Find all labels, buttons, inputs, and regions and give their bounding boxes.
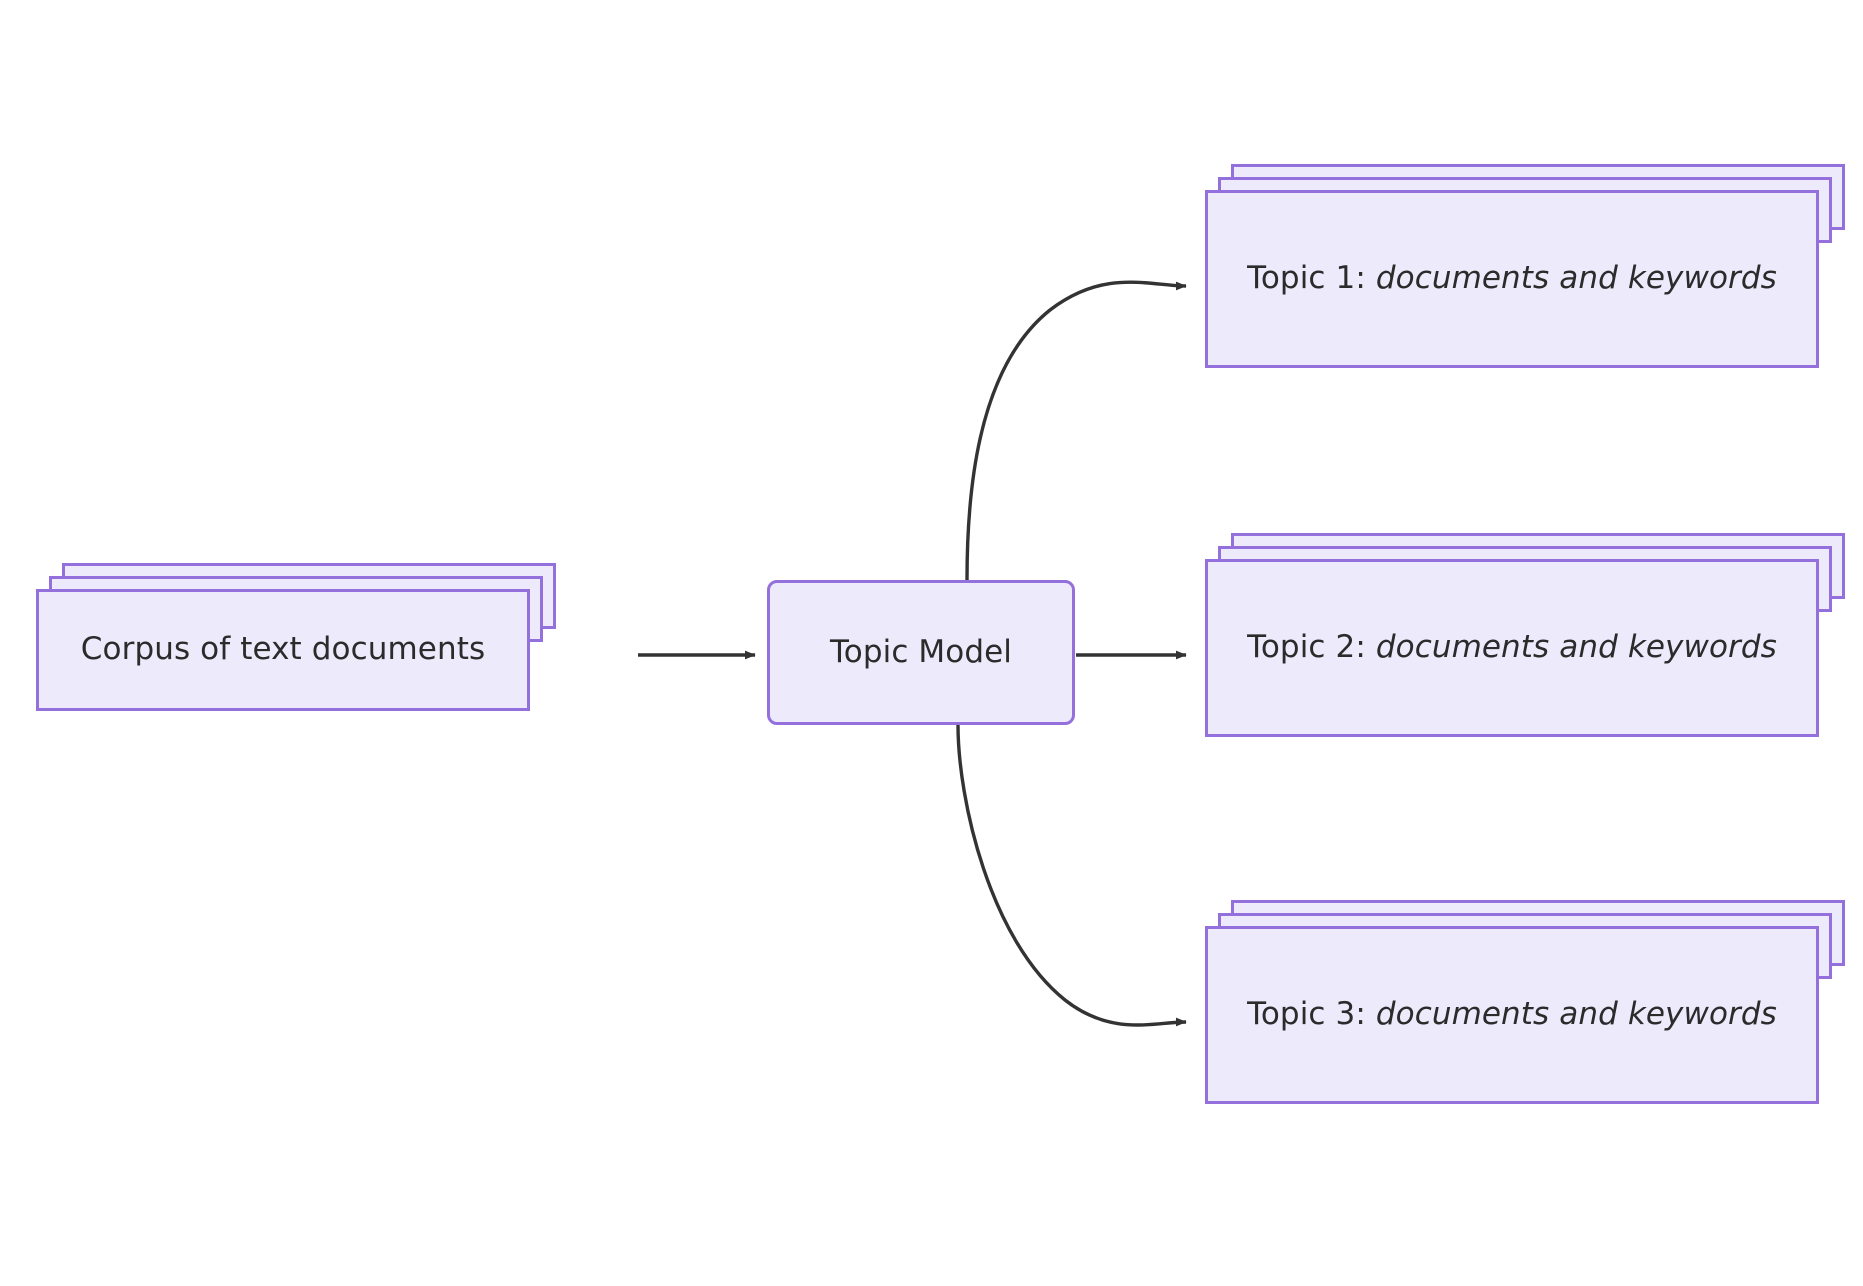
topic2-sheet-front[interactable]: Topic 2: documents and keywords <box>1205 559 1819 737</box>
edge-model-to-topic1 <box>965 280 1187 581</box>
topic1-label-italic: documents and keywords <box>1375 260 1777 297</box>
node-topic2[interactable]: Topic 2: documents and keywords <box>1205 533 1845 737</box>
node-topic-model[interactable]: Topic Model <box>767 580 1075 725</box>
topic2-label-plain: Topic 2: <box>1247 629 1376 666</box>
topic3-label-plain: Topic 3: <box>1247 996 1376 1033</box>
node-topic1[interactable]: Topic 1: documents and keywords <box>1205 164 1845 368</box>
topic3-sheet-front[interactable]: Topic 3: documents and keywords <box>1205 926 1819 1104</box>
corpus-sheet-front[interactable]: Corpus of text documents <box>36 589 530 711</box>
node-topic3[interactable]: Topic 3: documents and keywords <box>1205 900 1845 1104</box>
topic1-label: Topic 1: documents and keywords <box>1221 253 1803 304</box>
topic2-label-italic: documents and keywords <box>1375 629 1777 666</box>
topic2-label: Topic 2: documents and keywords <box>1221 622 1803 673</box>
topic3-label-italic: documents and keywords <box>1375 996 1777 1033</box>
topic1-sheet-front[interactable]: Topic 1: documents and keywords <box>1205 190 1819 368</box>
topic-model-label: Topic Model <box>814 627 1028 678</box>
topic1-label-plain: Topic 1: <box>1247 260 1376 297</box>
topic3-label: Topic 3: documents and keywords <box>1221 989 1803 1040</box>
corpus-label-plain: Corpus of text documents <box>80 631 486 668</box>
corpus-label: Corpus of text documents <box>55 624 511 675</box>
topic-model-label-plain: Topic Model <box>830 633 1012 670</box>
node-corpus[interactable]: Corpus of text documents <box>36 563 556 711</box>
edge-model-to-topic3 <box>956 724 1187 1027</box>
